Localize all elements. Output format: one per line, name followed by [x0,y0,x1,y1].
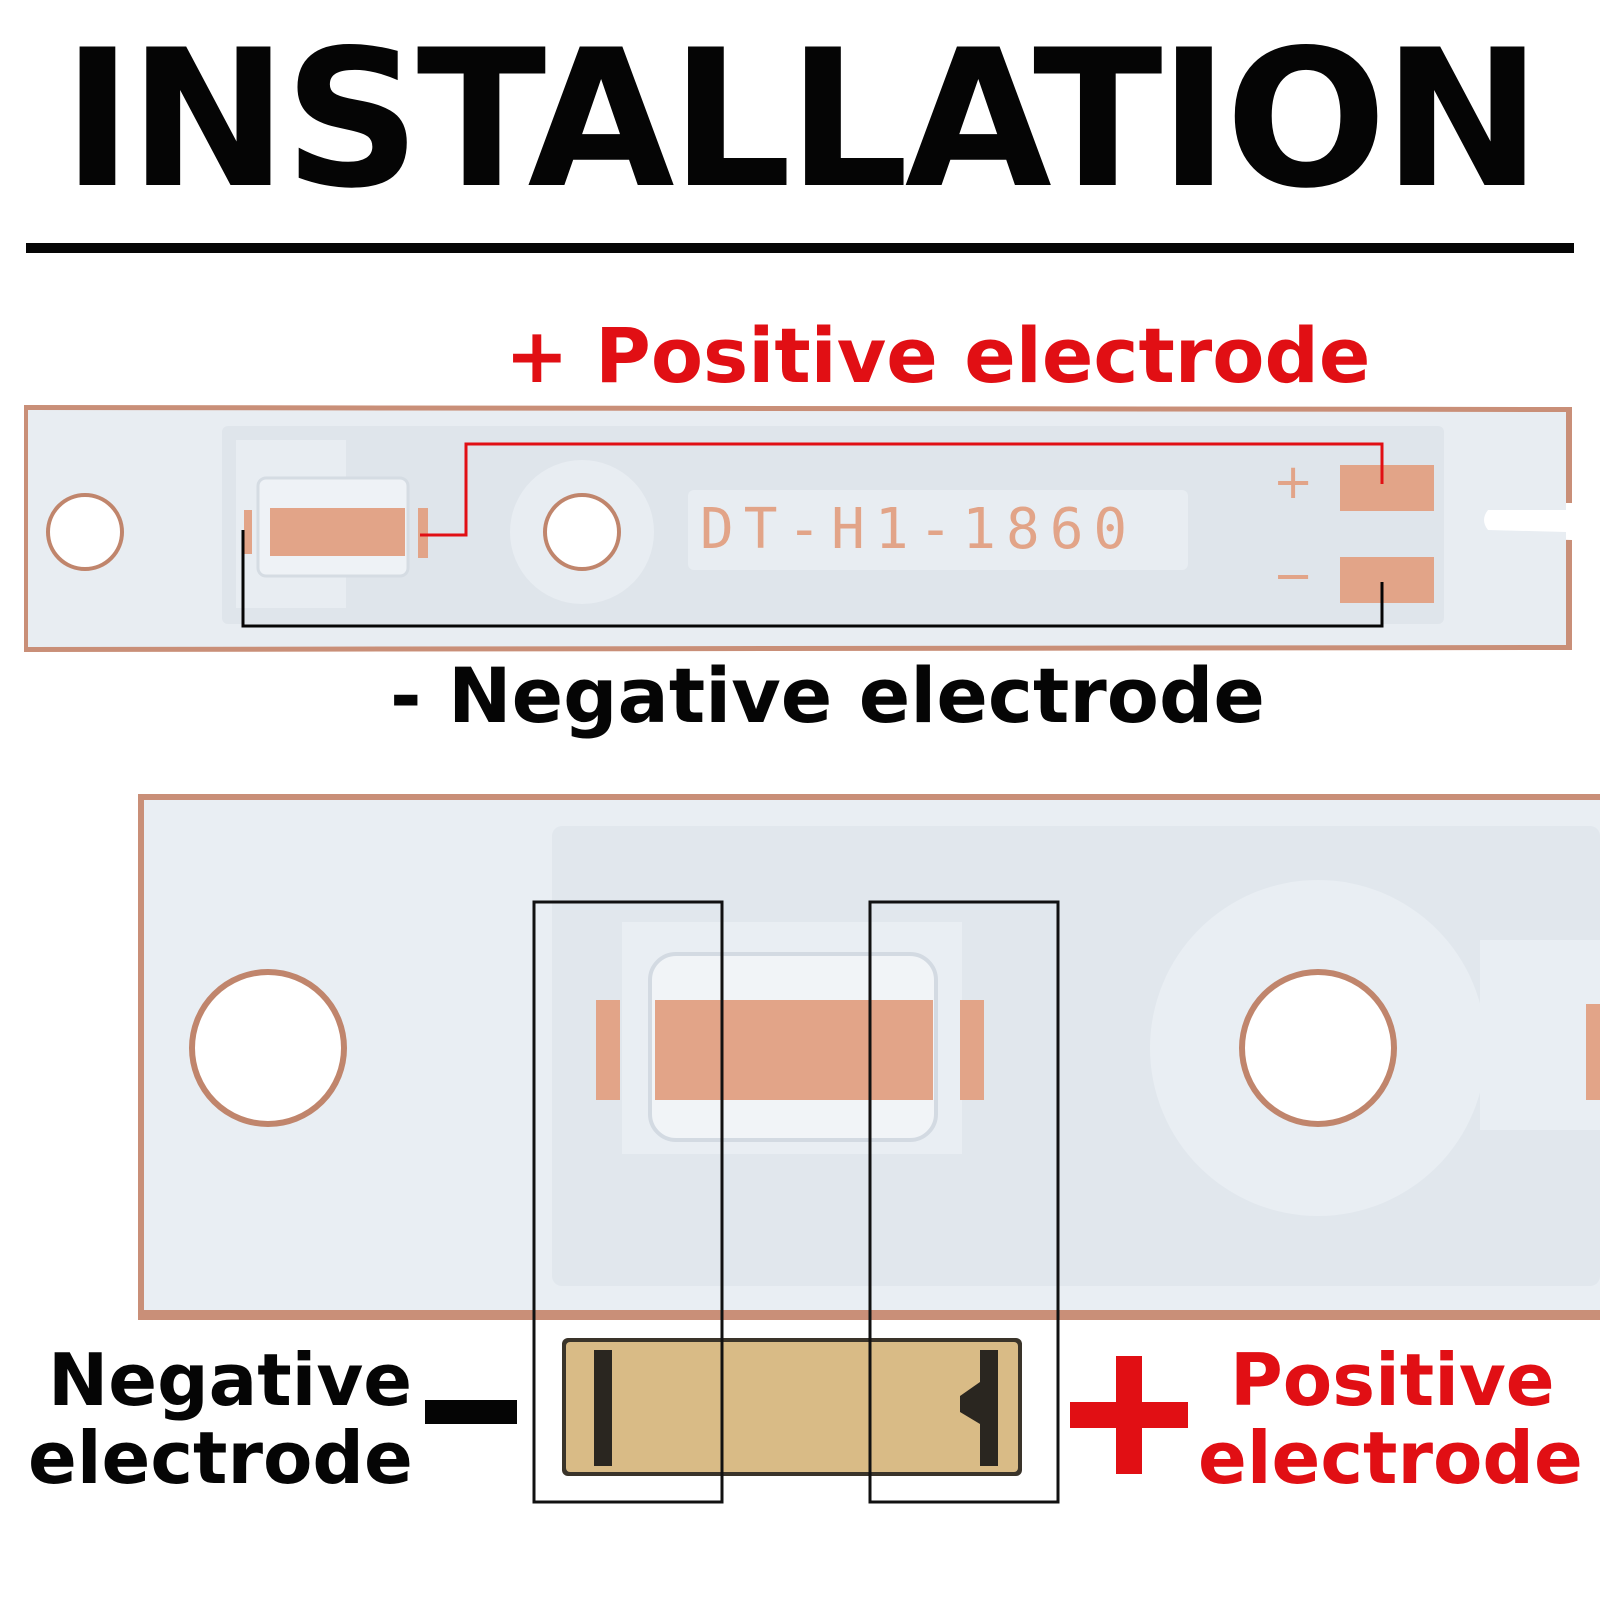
page-title: INSTALLATION [62,9,1542,230]
bottom-right-region [1480,940,1600,1130]
led-chip-face [566,1342,1018,1472]
bottom-negative-label-line2: electrode [28,1416,413,1500]
bottom-right-pad [1586,1004,1600,1100]
top-center-mounting-hole [543,493,621,571]
bottom-left-mounting-hole [189,969,347,1127]
top-led-pad [270,508,405,556]
bottom-negative-label-line1: Negative [48,1338,413,1422]
big-plus-vertical [1116,1356,1142,1474]
positive-electrode-label: + Positive electrode [505,311,1371,400]
led-chip-right-band [980,1350,998,1466]
negative-wire [241,530,1384,628]
positive-wire [420,442,1384,537]
board-minus-marking: − [1273,548,1314,604]
led-chip-left-band [594,1350,612,1466]
top-left-mounting-hole [46,493,124,571]
bottom-led-pad [655,1000,933,1100]
board-marking: DT-H1-1860 [700,497,1138,562]
led-chip-polarity-notch [960,1382,980,1424]
bottom-positive-label-line2: electrode [1198,1416,1583,1500]
board-plus-marking: + [1273,454,1314,510]
top-negative-pad [1340,557,1434,603]
negative-highlight-box [532,900,724,1504]
title-underline [26,243,1574,253]
bottom-pad-left-strip [596,1000,620,1100]
top-positive-pad [1340,465,1434,511]
positive-highlight-box [868,900,1060,1504]
big-minus-sign [425,1400,517,1424]
bottom-pad-right-strip [960,1000,984,1100]
bottom-center-mounting-hole [1239,969,1397,1127]
top-pad-left-strip [244,510,252,554]
top-marking-area [688,490,1188,570]
top-pad-right-strip [418,508,428,558]
negative-electrode-label: - Negative electrode [390,651,1265,740]
bottom-positive-label-line1: Positive [1230,1338,1555,1422]
